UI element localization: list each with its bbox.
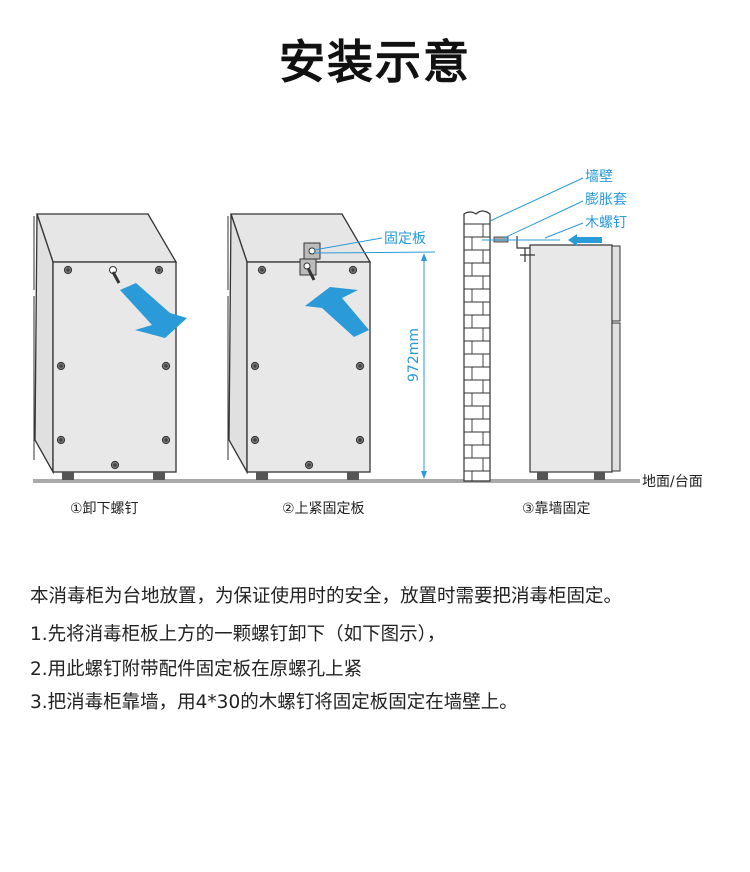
arrow-remove-icon bbox=[120, 283, 187, 338]
instruction-step-1: 1.先将消毒柜板上方的一颗螺钉卸下（如下图示）， bbox=[30, 624, 446, 645]
brick-line bbox=[464, 418, 490, 432]
brick-line bbox=[464, 353, 490, 367]
label-wood-screw: 木螺钉 bbox=[585, 215, 627, 231]
step-caption-3: ③靠墙固定 bbox=[522, 501, 591, 517]
instruction-intro: 本消毒柜为台地放置，为保证使用时的安全，放置时需要把消毒柜固定。 bbox=[30, 586, 623, 607]
brick-line bbox=[464, 301, 490, 315]
label-anchor: 膨胀套 bbox=[585, 191, 627, 208]
brick-line bbox=[464, 405, 490, 419]
brick-line bbox=[464, 379, 490, 393]
step-caption-2: ②上紧固定板 bbox=[282, 501, 365, 517]
cabinet-step2 bbox=[228, 214, 370, 480]
brick-line bbox=[464, 314, 490, 328]
brick-line bbox=[464, 288, 490, 302]
brick-line bbox=[464, 236, 490, 250]
instruction-step-3: 3.把消毒柜靠墙，用4*30的木螺钉将固定板固定在墙壁上。 bbox=[30, 692, 518, 713]
brick-line bbox=[464, 444, 490, 458]
brick-line bbox=[464, 457, 490, 471]
brick-line bbox=[464, 262, 490, 276]
label-floor: 地面/台面 bbox=[642, 474, 703, 490]
arrow-install-icon bbox=[305, 287, 369, 337]
floor-line bbox=[33, 479, 640, 483]
brick-line bbox=[464, 275, 490, 289]
fixing-plate bbox=[299, 237, 436, 337]
brick-line bbox=[464, 392, 490, 406]
label-height: 972mm bbox=[406, 328, 422, 382]
page-title: 安装示意 bbox=[279, 35, 471, 89]
cabinet-step3 bbox=[482, 177, 621, 480]
brick-line bbox=[464, 366, 490, 380]
cabinet-step1 bbox=[34, 214, 187, 480]
brick-line bbox=[464, 470, 490, 481]
label-wall: 墙壁 bbox=[585, 169, 613, 185]
height-dimension bbox=[421, 253, 427, 479]
wall bbox=[463, 210, 491, 482]
brick-line bbox=[464, 431, 490, 445]
installation-diagram: 固定板 972mm 墙壁 膨胀套 木螺钉 地面/台面 ①卸下螺钉 ②上紧固定板 … bbox=[33, 169, 703, 517]
brick-line bbox=[464, 340, 490, 354]
arrow-push-icon bbox=[568, 234, 602, 246]
brick-line bbox=[464, 327, 490, 341]
brick-line bbox=[464, 223, 490, 237]
label-fixing-plate: 固定板 bbox=[384, 231, 426, 247]
brick-line bbox=[464, 249, 490, 263]
instruction-step-2: 2.用此螺钉附带配件固定板在原螺孔上紧 bbox=[30, 659, 363, 680]
step-caption-1: ①卸下螺钉 bbox=[70, 501, 139, 517]
